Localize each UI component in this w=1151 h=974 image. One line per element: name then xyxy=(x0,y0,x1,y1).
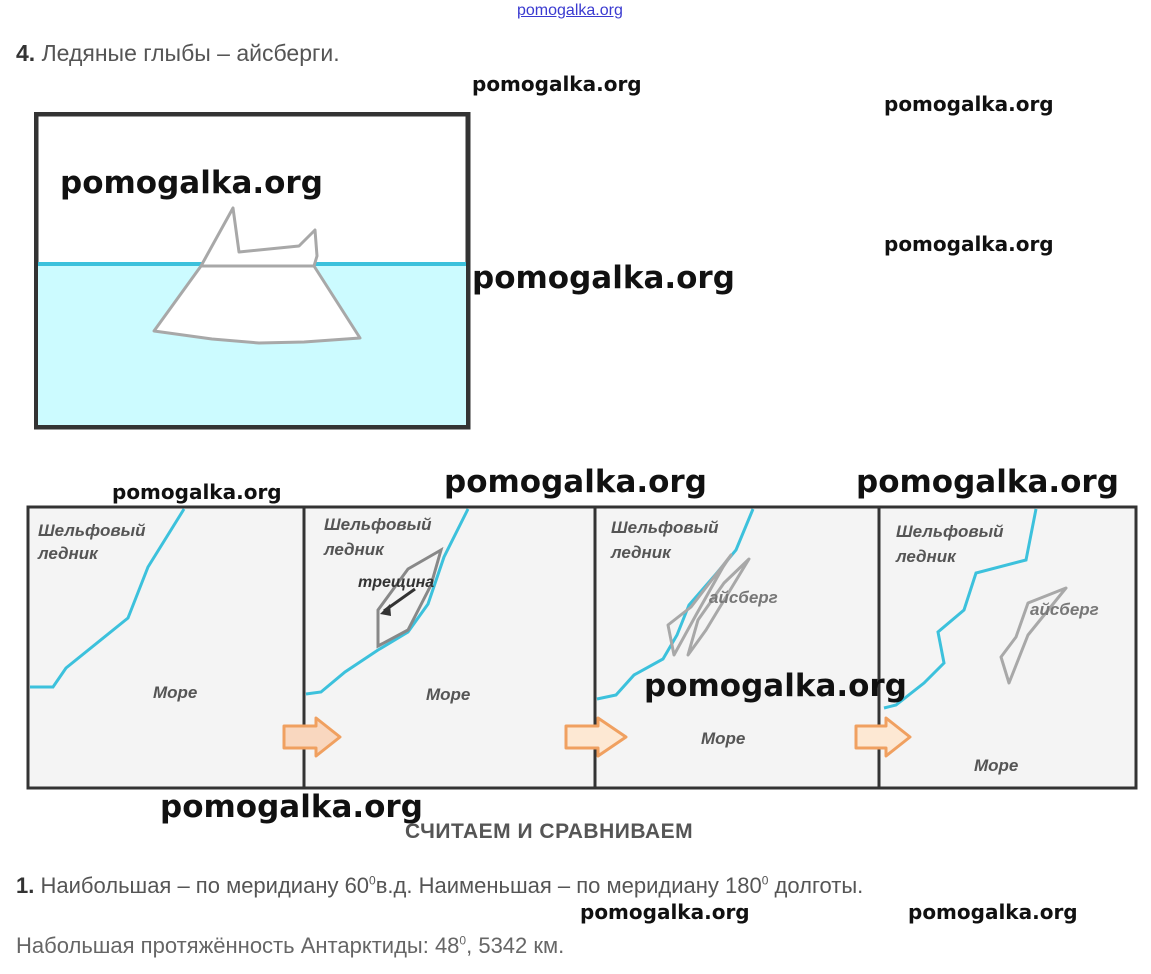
glacier-label: Шельфовый xyxy=(324,515,432,534)
watermark: pomogalka.org xyxy=(884,232,1054,256)
glacier-diagram: Шельфовый ледник Море Шельфовый ледник т… xyxy=(26,505,1138,790)
iceberg-outline-detached xyxy=(999,586,1068,685)
iceberg-above-water xyxy=(199,206,319,268)
task-number: 4. xyxy=(16,40,36,66)
arrow-icon xyxy=(282,716,342,758)
shelf-edge xyxy=(305,508,470,696)
arrow-icon xyxy=(854,716,912,758)
answer-text: , 5342 км. xyxy=(466,933,565,958)
crack-arrow-head xyxy=(380,604,391,616)
task-text: Ледяные глыбы – айсберги. xyxy=(41,40,340,66)
iceberg-outline-moving xyxy=(666,553,733,657)
answer-text: в.д. Наименьшая – по меридиану 180 xyxy=(375,873,762,898)
sea-label: Море xyxy=(974,756,1018,775)
answer-text: долготы. xyxy=(768,873,864,898)
answer-line-1: 1. Наибольшая – по меридиану 600в.д. Наи… xyxy=(16,873,863,899)
glacier-label: ледник xyxy=(37,544,99,563)
iceberg-label: айсберг xyxy=(1030,600,1099,619)
watermark: pomogalka.org xyxy=(856,464,1119,500)
iceberg-label: айсберг xyxy=(709,588,778,607)
sea-label: Море xyxy=(426,685,470,704)
glacier-label: Шельфовый xyxy=(611,518,719,537)
degree-superscript: 0 xyxy=(459,933,467,948)
degree-superscript: 0 xyxy=(369,873,376,888)
answer-line-2: Набольшая протяжённость Антарктиды: 480,… xyxy=(16,933,564,959)
degree-superscript: 0 xyxy=(761,873,769,888)
answer-text: Наибольшая – по меридиану 60 xyxy=(40,873,370,898)
task-heading: 4. Ледяные глыбы – айсберги. xyxy=(16,40,340,67)
iceberg-below-water xyxy=(152,264,362,345)
watermark: pomogalka.org xyxy=(884,92,1054,116)
glacier-label: ледник xyxy=(323,540,385,559)
watermark: pomogalka.org xyxy=(60,165,323,201)
sea-label: Море xyxy=(153,683,197,702)
glacier-label: ледник xyxy=(610,543,672,562)
sea-label: Море xyxy=(701,729,745,748)
glacier-label: ледник xyxy=(895,547,957,566)
site-link[interactable]: pomogalka.org xyxy=(517,2,623,19)
shelf-edge xyxy=(30,508,186,689)
shelf-edge xyxy=(883,508,1038,710)
watermark: pomogalka.org xyxy=(472,260,735,296)
watermark: pomogalka.org xyxy=(472,72,642,96)
watermark: pomogalka.org xyxy=(112,480,282,504)
iceberg-outline-old xyxy=(686,557,751,657)
crack-label: трещина xyxy=(358,574,434,591)
watermark: pomogalka.org xyxy=(160,789,423,825)
watermark: pomogalka.org xyxy=(644,668,907,704)
watermark: pomogalka.org xyxy=(444,464,707,500)
answer-text: Набольшая протяжённость Антарктиды: 48 xyxy=(16,933,460,958)
arrow-icon xyxy=(564,716,628,758)
watermark: pomogalka.org xyxy=(580,900,750,924)
glacier-label: Шельфовый xyxy=(896,522,1004,541)
crack-outline xyxy=(376,546,444,649)
glacier-label: Шельфовый xyxy=(38,521,146,540)
section-title: СЧИТАЕМ И СРАВНИВАЕМ xyxy=(405,820,694,843)
iceberg-drawing xyxy=(34,112,471,430)
watermark: pomogalka.org xyxy=(908,900,1078,924)
answer-number: 1. xyxy=(16,873,35,898)
